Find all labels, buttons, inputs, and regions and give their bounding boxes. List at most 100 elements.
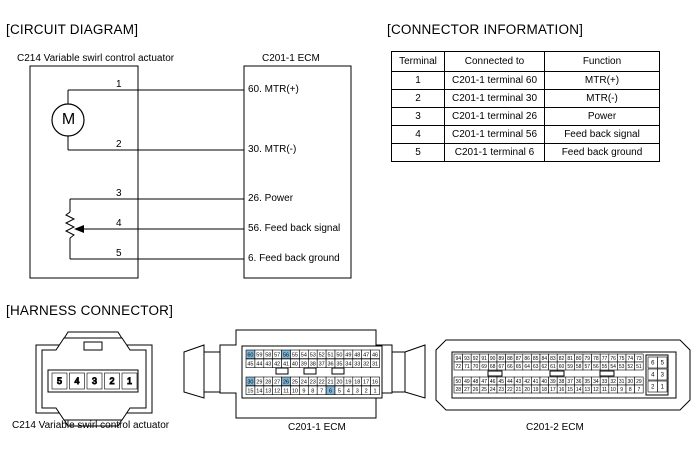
c2012-pin-label: 19 (533, 387, 539, 393)
c2012-pin-label: 34 (593, 379, 599, 385)
pin-1: 1 (116, 79, 122, 90)
c2012-pin-label: 29 (636, 379, 642, 385)
c2011-pin-label: 33 (354, 361, 360, 367)
c2012-side-pin-label: 1 (661, 385, 665, 391)
c2011-pin-label: 26 (283, 379, 289, 385)
c2011-pin-label: 28 (265, 379, 271, 385)
c2012-pin-label: 52 (628, 364, 634, 370)
c2012-pin-label: 17 (550, 387, 556, 393)
c2012-pin-label: 16 (559, 387, 565, 393)
c2012-pin-label: 57 (585, 364, 591, 370)
c2012-pin-label: 65 (516, 364, 522, 370)
c214-pin (86, 372, 103, 390)
c2012-pin-label: 62 (542, 364, 548, 370)
c2012-pin-label: 50 (456, 379, 462, 385)
c2011-pin-label: 2 (365, 388, 368, 394)
c2011-pin-label: 58 (265, 352, 271, 358)
c2012-pin-label: 31 (619, 379, 625, 385)
c2012-pin-label: 49 (464, 379, 470, 385)
c2012-side-pin (657, 368, 668, 381)
c2011-pin-label: 53 (310, 352, 316, 358)
cell-function: Feed back ground (544, 143, 660, 162)
c2012-pin-label: 37 (567, 379, 573, 385)
cell-connected: C201-1 terminal 6 (444, 143, 545, 162)
c2011-pin-label: 29 (256, 379, 262, 385)
c2012-pin-label: 82 (559, 356, 565, 362)
c2011-pin-label: 48 (354, 352, 360, 358)
c2011-pin-label: 12 (274, 388, 280, 394)
c2012-pin-label: 76 (610, 356, 616, 362)
c2011-pin-label: 34 (345, 361, 351, 367)
c2011-pin-label: 36 (327, 361, 333, 367)
c2011-pin-label: 23 (310, 379, 316, 385)
c2011-pin-label: 38 (310, 361, 316, 367)
c2012-pin (634, 361, 644, 371)
c2012-pin-label: 54 (610, 364, 616, 370)
c2012-pin-label: 8 (629, 387, 632, 393)
c2011-pin (370, 358, 380, 368)
c2012-pin-label: 67 (499, 364, 505, 370)
c2012-pin-label: 15 (567, 387, 573, 393)
c2012-pin-label: 64 (524, 364, 530, 370)
actuator-box (29, 65, 139, 279)
c2011-pin-label: 6 (329, 388, 332, 394)
c2011-pin-label: 19 (345, 379, 351, 385)
c2011-pin-label: 32 (363, 361, 369, 367)
c2012-pin-label: 39 (550, 379, 556, 385)
c2012-side-pin-label: 4 (651, 373, 655, 379)
c2012-pin (634, 384, 644, 394)
c2012-pin-label: 68 (490, 364, 496, 370)
c2012-pin-label: 93 (464, 356, 470, 362)
c2012-pin-label: 20 (524, 387, 530, 393)
c214-pin (69, 372, 85, 390)
c2012-pin-label: 85 (533, 356, 539, 362)
c2012-pin-label: 22 (507, 387, 513, 393)
c2012-pin-label: 45 (499, 379, 505, 385)
c2011-pin-label: 46 (372, 352, 378, 358)
c2012-pin-label: 80 (576, 356, 582, 362)
c2012-pin-label: 94 (456, 356, 462, 362)
c2012-pin-label: 78 (593, 356, 599, 362)
c2011-pin-label: 7 (320, 388, 323, 394)
c2012-pin-label: 46 (490, 379, 496, 385)
c2012-pin-label: 14 (576, 387, 582, 393)
c2011-pin-label: 47 (363, 352, 369, 358)
pin-4: 4 (116, 218, 122, 229)
c2012-pin-label: 7 (638, 387, 641, 393)
c2012-pin-label: 70 (473, 364, 479, 370)
connector-info-heading: [CONNECTOR INFORMATION] (387, 22, 584, 37)
c2012-side-pin (657, 356, 668, 369)
c2012-pin-label: 55 (602, 364, 608, 370)
c2012-pin-label: 92 (473, 356, 479, 362)
motor-symbol (51, 103, 85, 137)
c2012-pin-label: 61 (550, 364, 556, 370)
c2011-pin-label: 37 (319, 361, 325, 367)
c2011-pin-label: 4 (347, 388, 350, 394)
c2012-pin-label: 32 (610, 379, 616, 385)
c2011-pin-label: 20 (336, 379, 342, 385)
wiper-arrow (74, 225, 84, 233)
c2011-pin-label: 35 (336, 361, 342, 367)
c2012-pin-label: 88 (507, 356, 513, 362)
c2012-pin-label: 41 (533, 379, 539, 385)
ecm-label: C201-1 ECM (262, 53, 320, 64)
c2012-pin-label: 72 (456, 364, 462, 370)
c2011-pin (370, 349, 380, 359)
c214-pin-label: 5 (57, 376, 62, 386)
c2012-pin-label: 9 (620, 387, 623, 393)
c2011-pin-label: 15 (247, 388, 253, 394)
c2012-pin-label: 13 (585, 387, 591, 393)
c214-caption: C214 Variable swirl control actuator (12, 420, 170, 431)
c2012-pin-label: 38 (559, 379, 565, 385)
c2012-pin-label: 60 (559, 364, 565, 370)
c2012-pin-label: 58 (576, 364, 582, 370)
c2011-pin-label: 51 (327, 352, 333, 358)
pin-3: 3 (116, 188, 122, 199)
c2012-side-pin-label: 6 (651, 361, 655, 367)
c2012-pin-label: 51 (636, 364, 642, 370)
c2012-pin-label: 75 (619, 356, 625, 362)
